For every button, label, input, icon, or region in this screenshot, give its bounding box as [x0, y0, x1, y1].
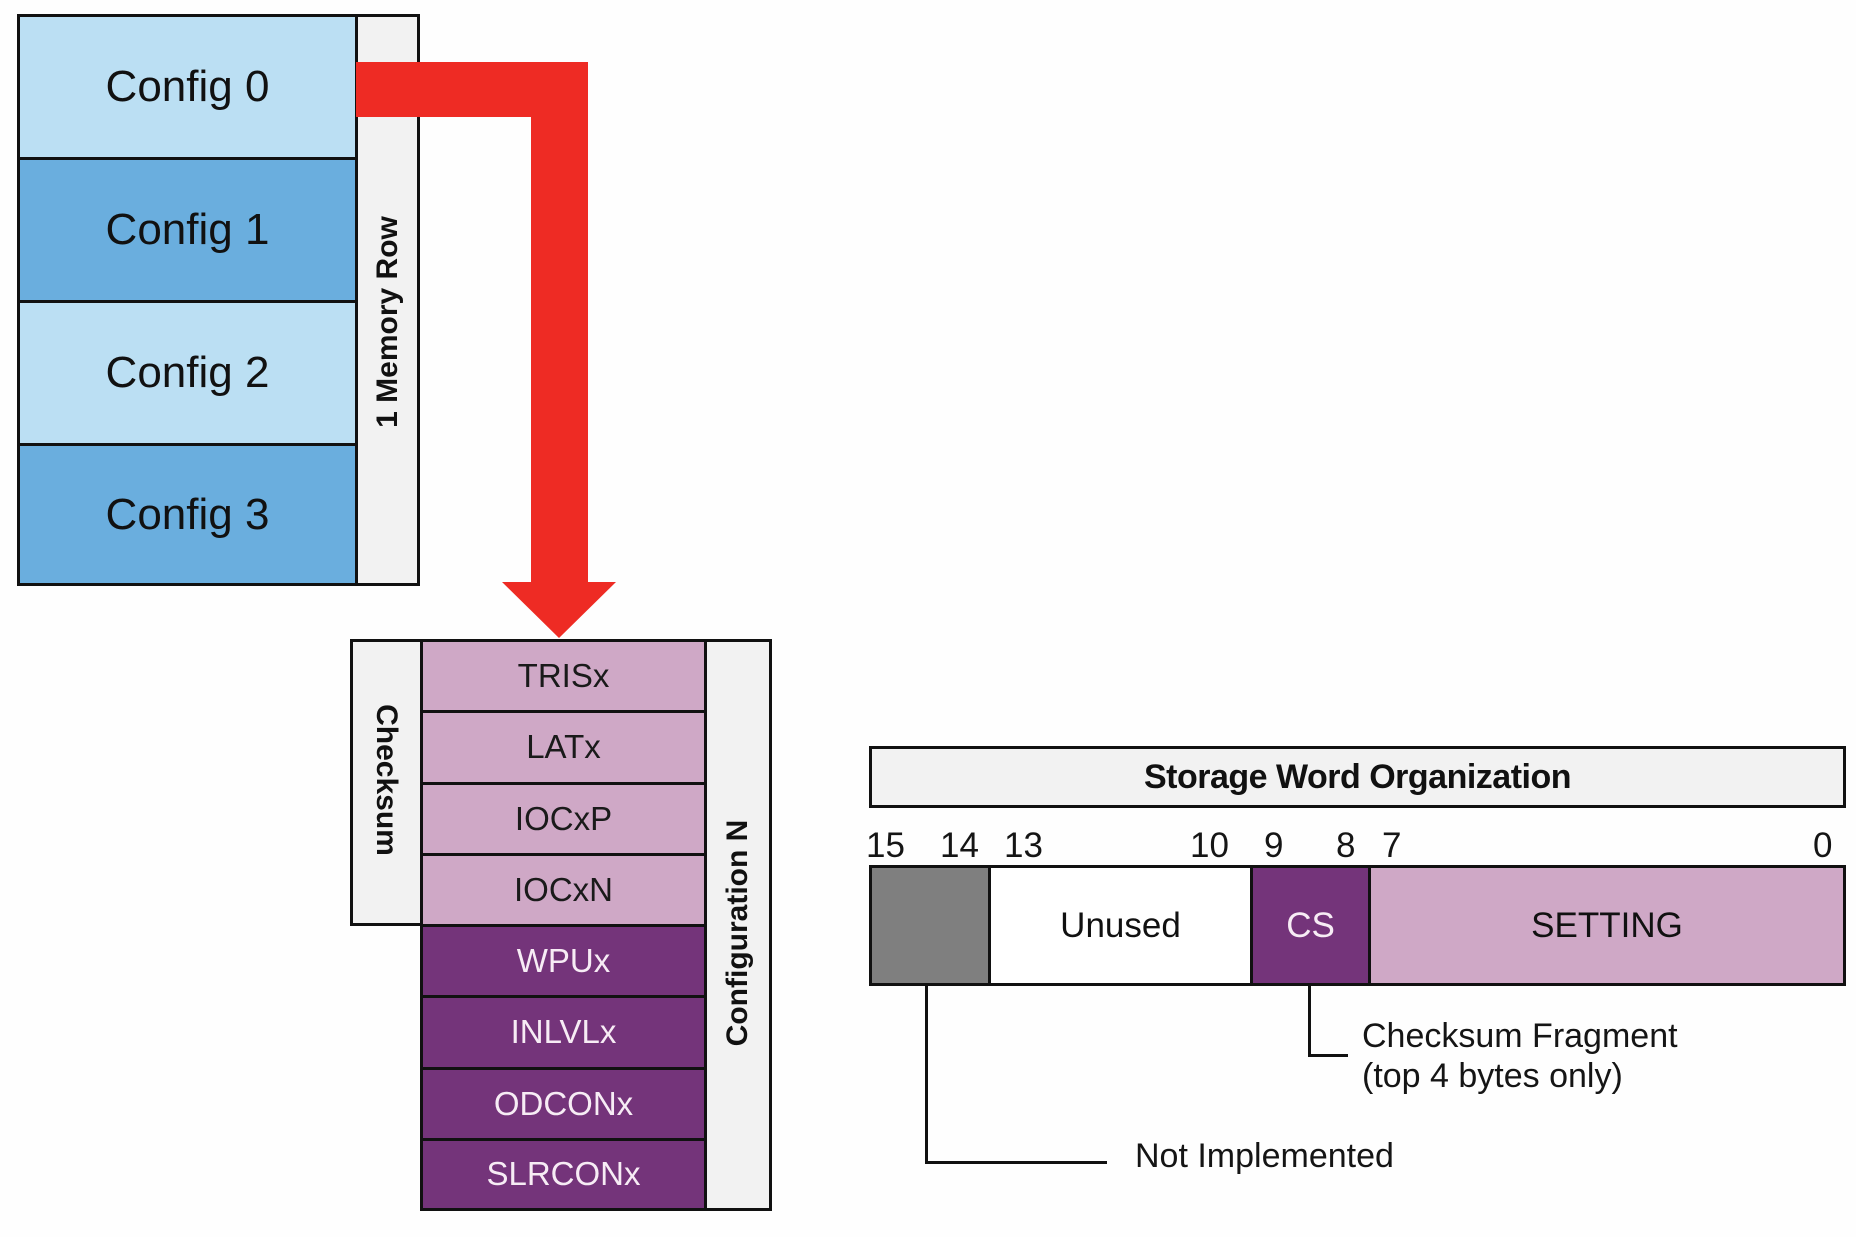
configuration-n-label: Configuration N	[721, 819, 754, 1047]
bit-number-9: 9	[1264, 826, 1284, 865]
bit-number-14: 14	[940, 826, 979, 865]
field-label: SETTING	[1531, 905, 1683, 945]
register-iocxn: IOCxN	[423, 855, 704, 927]
checksum-panel	[350, 639, 423, 926]
checksum-label: Checksum	[370, 704, 403, 856]
config-0-cell: Config 0	[20, 17, 358, 160]
checksum-leader-vertical	[1308, 986, 1311, 1057]
register-label: TRISx	[517, 657, 610, 695]
not-implemented-leader-vertical	[925, 986, 928, 1164]
configuration-n-panel	[704, 639, 772, 1211]
bit-number-0: 0	[1813, 826, 1833, 865]
register-label: IOCxN	[514, 870, 613, 908]
checksum-leader-horizontal	[1308, 1054, 1348, 1057]
config-1-label: Config 1	[105, 205, 270, 254]
config-3-cell: Config 3	[20, 446, 358, 583]
field-checksum: CS	[1253, 868, 1371, 983]
bit-number-15: 15	[866, 826, 905, 865]
field-not-implemented	[872, 868, 991, 983]
register-trisx: TRISx	[423, 642, 704, 714]
not-implemented-leader-horizontal	[925, 1161, 1107, 1164]
memory-row-block: Config 0 Config 1 Config 2 Config 3	[17, 14, 420, 586]
checksum-fragment-note-line1: Checksum Fragment	[1362, 1017, 1678, 1055]
bit-number-10: 10	[1190, 826, 1229, 865]
not-implemented-note: Not Implemented	[1135, 1137, 1394, 1175]
field-label: CS	[1286, 905, 1335, 945]
register-wpux: WPUx	[423, 927, 704, 999]
config-1-cell: Config 1	[20, 160, 358, 303]
checksum-fragment-note-line2: (top 4 bytes only)	[1362, 1057, 1623, 1095]
register-latx: LATx	[423, 713, 704, 785]
storage-word-title: Storage Word Organization	[1143, 757, 1572, 796]
bit-number-7: 7	[1382, 826, 1402, 865]
register-stack: TRISx LATx IOCxP IOCxN WPUx INLVLx ODCON…	[420, 639, 707, 1211]
register-inlvlx: INLVLx	[423, 998, 704, 1070]
config-2-cell: Config 2	[20, 303, 358, 446]
field-label: Unused	[1060, 905, 1181, 945]
field-setting: SETTING	[1371, 868, 1843, 983]
register-label: LATx	[526, 728, 601, 766]
register-label: SLRCONx	[486, 1155, 641, 1193]
field-unused: Unused	[991, 868, 1253, 983]
register-odconx: ODCONx	[423, 1069, 704, 1141]
storage-word-bar: Unused CS SETTING	[869, 865, 1846, 986]
register-label: WPUx	[516, 942, 611, 980]
memory-row-label: 1 Memory Row	[371, 216, 404, 428]
register-label: INLVLx	[510, 1013, 617, 1051]
register-slrconx: SLRCONx	[423, 1140, 704, 1208]
bit-number-13: 13	[1004, 826, 1043, 865]
bit-number-8: 8	[1336, 826, 1356, 865]
config-2-label: Config 2	[105, 348, 270, 397]
storage-word-title-box: Storage Word Organization	[869, 746, 1846, 808]
register-iocxp: IOCxP	[423, 784, 704, 856]
config-3-label: Config 3	[105, 489, 270, 539]
register-label: IOCxP	[514, 799, 613, 837]
config-0-label: Config 0	[105, 62, 270, 111]
register-label: ODCONx	[493, 1084, 634, 1122]
